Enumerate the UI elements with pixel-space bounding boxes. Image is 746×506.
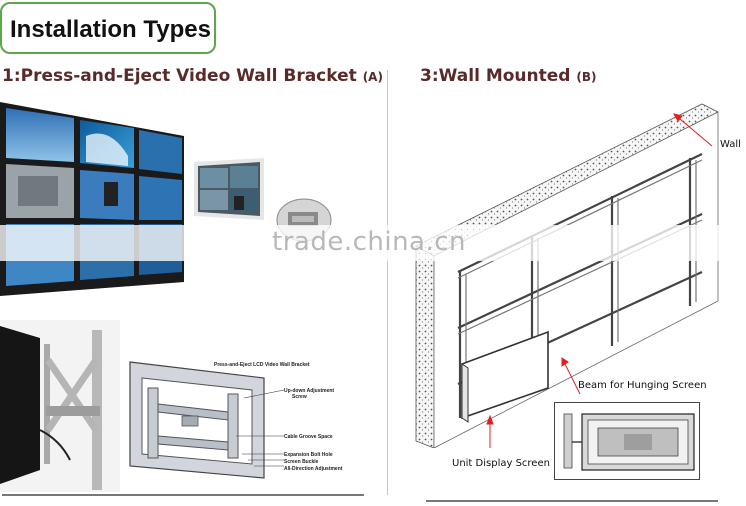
screen-buckle-label: Screen Buckle — [284, 459, 319, 465]
page-title: Installation Types — [10, 16, 211, 43]
expansion-bolt-label: Expansion Bolt Hole — [284, 452, 333, 458]
small-wall-photo — [194, 158, 264, 220]
all-direction-label: All-Direction Adjustment — [284, 466, 343, 472]
section-a-title-text: 1:Press-and-Eject Video Wall Bracket — [2, 66, 357, 86]
bracket-diagram — [129, 361, 285, 479]
watermark-text: trade.china.cn — [272, 227, 467, 257]
beam-label: Beam for Hunging Screen — [578, 380, 707, 391]
cable-groove-label: Cable Groove Space — [284, 434, 333, 440]
video-wall-photo — [0, 102, 184, 296]
wall-mounted-diagram — [415, 103, 719, 448]
unit-display-label: Unit Display Screen — [452, 458, 550, 469]
section-a-suffix: (A) — [362, 70, 383, 84]
watermark-band: trade.china.cn — [0, 225, 746, 261]
section-b-title: 3:Wall Mounted (B) — [420, 66, 597, 86]
up-down-label: Up-down Adjustment — [284, 388, 335, 394]
screw-label: Screw — [292, 394, 307, 400]
left-bottom-rule — [2, 494, 364, 496]
right-bottom-rule — [426, 500, 718, 502]
section-a-title: 1:Press-and-Eject Video Wall Bracket (A) — [2, 66, 383, 86]
section-divider — [387, 70, 388, 495]
section-b-title-text: 3:Wall Mounted — [420, 66, 571, 86]
bracket-title-label: Press-and-Eject LCD Video Wall Bracket — [214, 362, 310, 368]
section-b-suffix: (B) — [576, 70, 597, 84]
page-title-box: Installation Types — [0, 2, 216, 54]
wall-label: Wall — [720, 139, 741, 150]
inset-detail — [554, 402, 700, 480]
mounted-screen-photo — [0, 320, 120, 492]
